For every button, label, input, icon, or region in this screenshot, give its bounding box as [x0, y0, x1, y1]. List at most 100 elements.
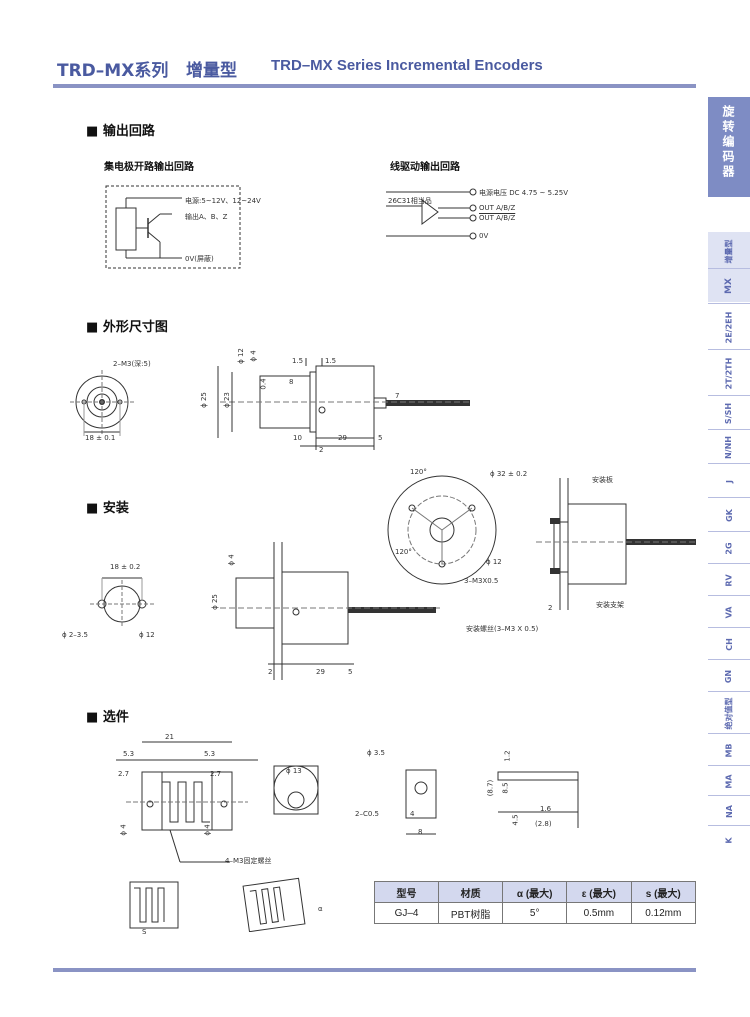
driver-label-chip: 26C31相当品 [388, 197, 432, 205]
install-label-120a: 120° [410, 468, 427, 476]
sidebar-tab-gn[interactable]: GN [724, 669, 734, 683]
sidebar-tab-mb[interactable]: MB [724, 742, 734, 758]
header-title-en: TRD–MX Series Incremental Encoders [271, 57, 543, 74]
dim-label-1-5a: 1.5 [292, 357, 304, 365]
header-rule [53, 84, 696, 88]
dim-label-7: 7 [395, 392, 400, 400]
install-label-phi2: ϕ 2–3.5 [62, 631, 88, 639]
driver-label-out-inv: OUT A/B/Z [479, 214, 516, 222]
install-label-bracket: 安装支架 [596, 601, 624, 609]
acc-label-m3-screws: 4–M3固定螺丝 [225, 857, 272, 865]
section-install: ■ 安装 [86, 501, 129, 516]
install-label-screw: 安装螺丝(3–M3 X 0.5) [466, 625, 539, 633]
sidebar-tab-n[interactable]: N/NH [724, 435, 734, 459]
dim-label-5: 5 [378, 434, 383, 442]
spec-cell-s: 0.12mm [630, 902, 697, 924]
spec-header-s: s (最大) [630, 881, 697, 903]
sidebar-tab-k[interactable]: K [724, 836, 734, 844]
acc-label-8: 8 [418, 828, 423, 836]
dim-label-10: 10 [293, 434, 302, 442]
sidebar-tab-va[interactable]: VA [724, 606, 734, 618]
section-dimensions: ■ 外形尺寸图 [86, 320, 168, 335]
section-output: ■ 输出回路 [86, 124, 155, 139]
sidebar-tab-mx[interactable]: MX [724, 278, 734, 294]
acc-label-alpha: α [318, 905, 323, 913]
sidebar-tab-2e[interactable]: 2E/2EH [724, 311, 734, 343]
collector-label-output: 输出A、B、Z [185, 213, 228, 221]
install-label-18: 18 ± 0.2 [110, 563, 141, 571]
driver-label-0v: 0V [479, 232, 489, 240]
collector-circuit-diagram [105, 185, 241, 269]
install-label-phi25: ϕ 25 [210, 594, 219, 610]
install-label-phi12: ϕ 12 [139, 631, 155, 639]
footer-rule [53, 968, 696, 972]
dim-label-phi4: ϕ 4 [249, 350, 258, 362]
sidebar-tab-ma[interactable]: MA [724, 773, 734, 789]
install-label-phi4: ϕ 4 [227, 554, 236, 566]
acc-label-c05: 2–C0.5 [355, 810, 379, 818]
acc-label-2-7a: 2.7 [118, 770, 130, 778]
sidebar-tabs: 增量型 MX 2E/2EH 2T/2TH S/SH N/NH J GK 2G R… [708, 232, 750, 854]
section-accessories: ■ 选件 [86, 710, 129, 725]
spec-cell-alpha: 5° [502, 902, 568, 924]
install-label-phi32: ϕ 32 ± 0.2 [490, 470, 528, 478]
table-row: GJ–4 PBT树脂 5° 0.5mm 0.12mm [373, 902, 697, 924]
acc-label-4: 4 [410, 810, 415, 818]
acc-label-2-7b: 2.7 [210, 770, 222, 778]
spec-header-material: 材质 [438, 881, 504, 903]
spec-header-epsilon: ε (最大) [566, 881, 632, 903]
sidebar-tab-s[interactable]: S/SH [724, 402, 734, 424]
accessories-drawing [116, 741, 579, 932]
sidebar-tab-incremental[interactable]: 增量型 [724, 239, 734, 263]
acc-label-5-3b: 5.3 [204, 750, 216, 758]
install-label-phi12r: ϕ 12 [486, 558, 502, 566]
header-subtitle-cn: 增量型 [186, 61, 237, 81]
driver-label-out: OUT A/B/Z [479, 204, 516, 212]
dim-label-phi23: ϕ 23 [222, 392, 231, 408]
sidebar-banner-text: 旋转编码器 [721, 105, 735, 180]
dim-label-phi12: ϕ 12 [236, 348, 245, 364]
acc-label-4-5: 4.5 [511, 814, 520, 826]
acc-label-1-6: 1.6 [540, 805, 552, 813]
install-label-2r: 2 [548, 604, 553, 612]
sidebar-banner: 旋转编码器 [708, 97, 750, 197]
spec-header-model: 型号 [373, 881, 440, 903]
output-right-title: 线驱动输出回路 [390, 162, 460, 173]
dimension-drawing [70, 358, 470, 450]
collector-label-power: 电源:5~12V、12~24V [185, 197, 261, 205]
spec-table: 型号 材质 α (最大) ε (最大) s (最大) GJ–4 PBT树脂 5°… [373, 881, 697, 924]
dim-label-1-5b: 1.5 [325, 357, 337, 365]
output-left-title: 集电极开路输出回路 [104, 162, 194, 173]
sidebar-tab-2t[interactable]: 2T/2TH [724, 357, 734, 389]
install-label-2: 2 [268, 668, 273, 676]
spec-cell-epsilon: 0.5mm [566, 902, 632, 924]
dim-label-18: 18 ± 0.1 [85, 434, 116, 442]
acc-label-s: S [142, 928, 147, 936]
install-label-plate: 安装板 [592, 476, 613, 484]
sidebar-tab-absolute[interactable]: 绝对值型 [724, 697, 734, 729]
acc-label-phi13: ϕ 13 [286, 767, 302, 775]
acc-label-2-8: (2.8) [535, 820, 552, 828]
collector-label-0v: 0V(屏蔽) [185, 255, 214, 263]
acc-label-phi3-5: ϕ 3.5 [367, 749, 385, 757]
sidebar-tab-na[interactable]: NA [724, 804, 734, 818]
acc-label-8-5: 8.5 [501, 782, 510, 794]
dim-label-0-4: 0.4 [259, 378, 268, 390]
line-driver-diagram [386, 188, 477, 240]
acc-label-phi4a: ϕ 4 [119, 824, 128, 836]
dim-label-29: 29 [338, 434, 347, 442]
sidebar-tab-ch[interactable]: CH [724, 637, 734, 651]
install-label-29: 29 [316, 668, 325, 676]
sidebar-tab-rv[interactable]: RV [724, 573, 734, 587]
install-drawing [90, 475, 696, 680]
sidebar-active-bg [708, 232, 750, 302]
install-label-m3x05: 3–M3X0.5 [464, 577, 499, 585]
dim-label-m3: 2–M3(深:5) [113, 360, 151, 368]
sidebar-tab-2g[interactable]: 2G [724, 541, 734, 555]
dim-label-phi25: ϕ 25 [199, 392, 208, 408]
sidebar-tab-j[interactable]: J [724, 479, 734, 483]
spec-table-header-row: 型号 材质 α (最大) ε (最大) s (最大) [373, 881, 697, 903]
acc-label-phi4b: ϕ 4 [203, 824, 212, 836]
acc-label-5-3a: 5.3 [123, 750, 135, 758]
sidebar-tab-gk[interactable]: GK [724, 508, 734, 522]
